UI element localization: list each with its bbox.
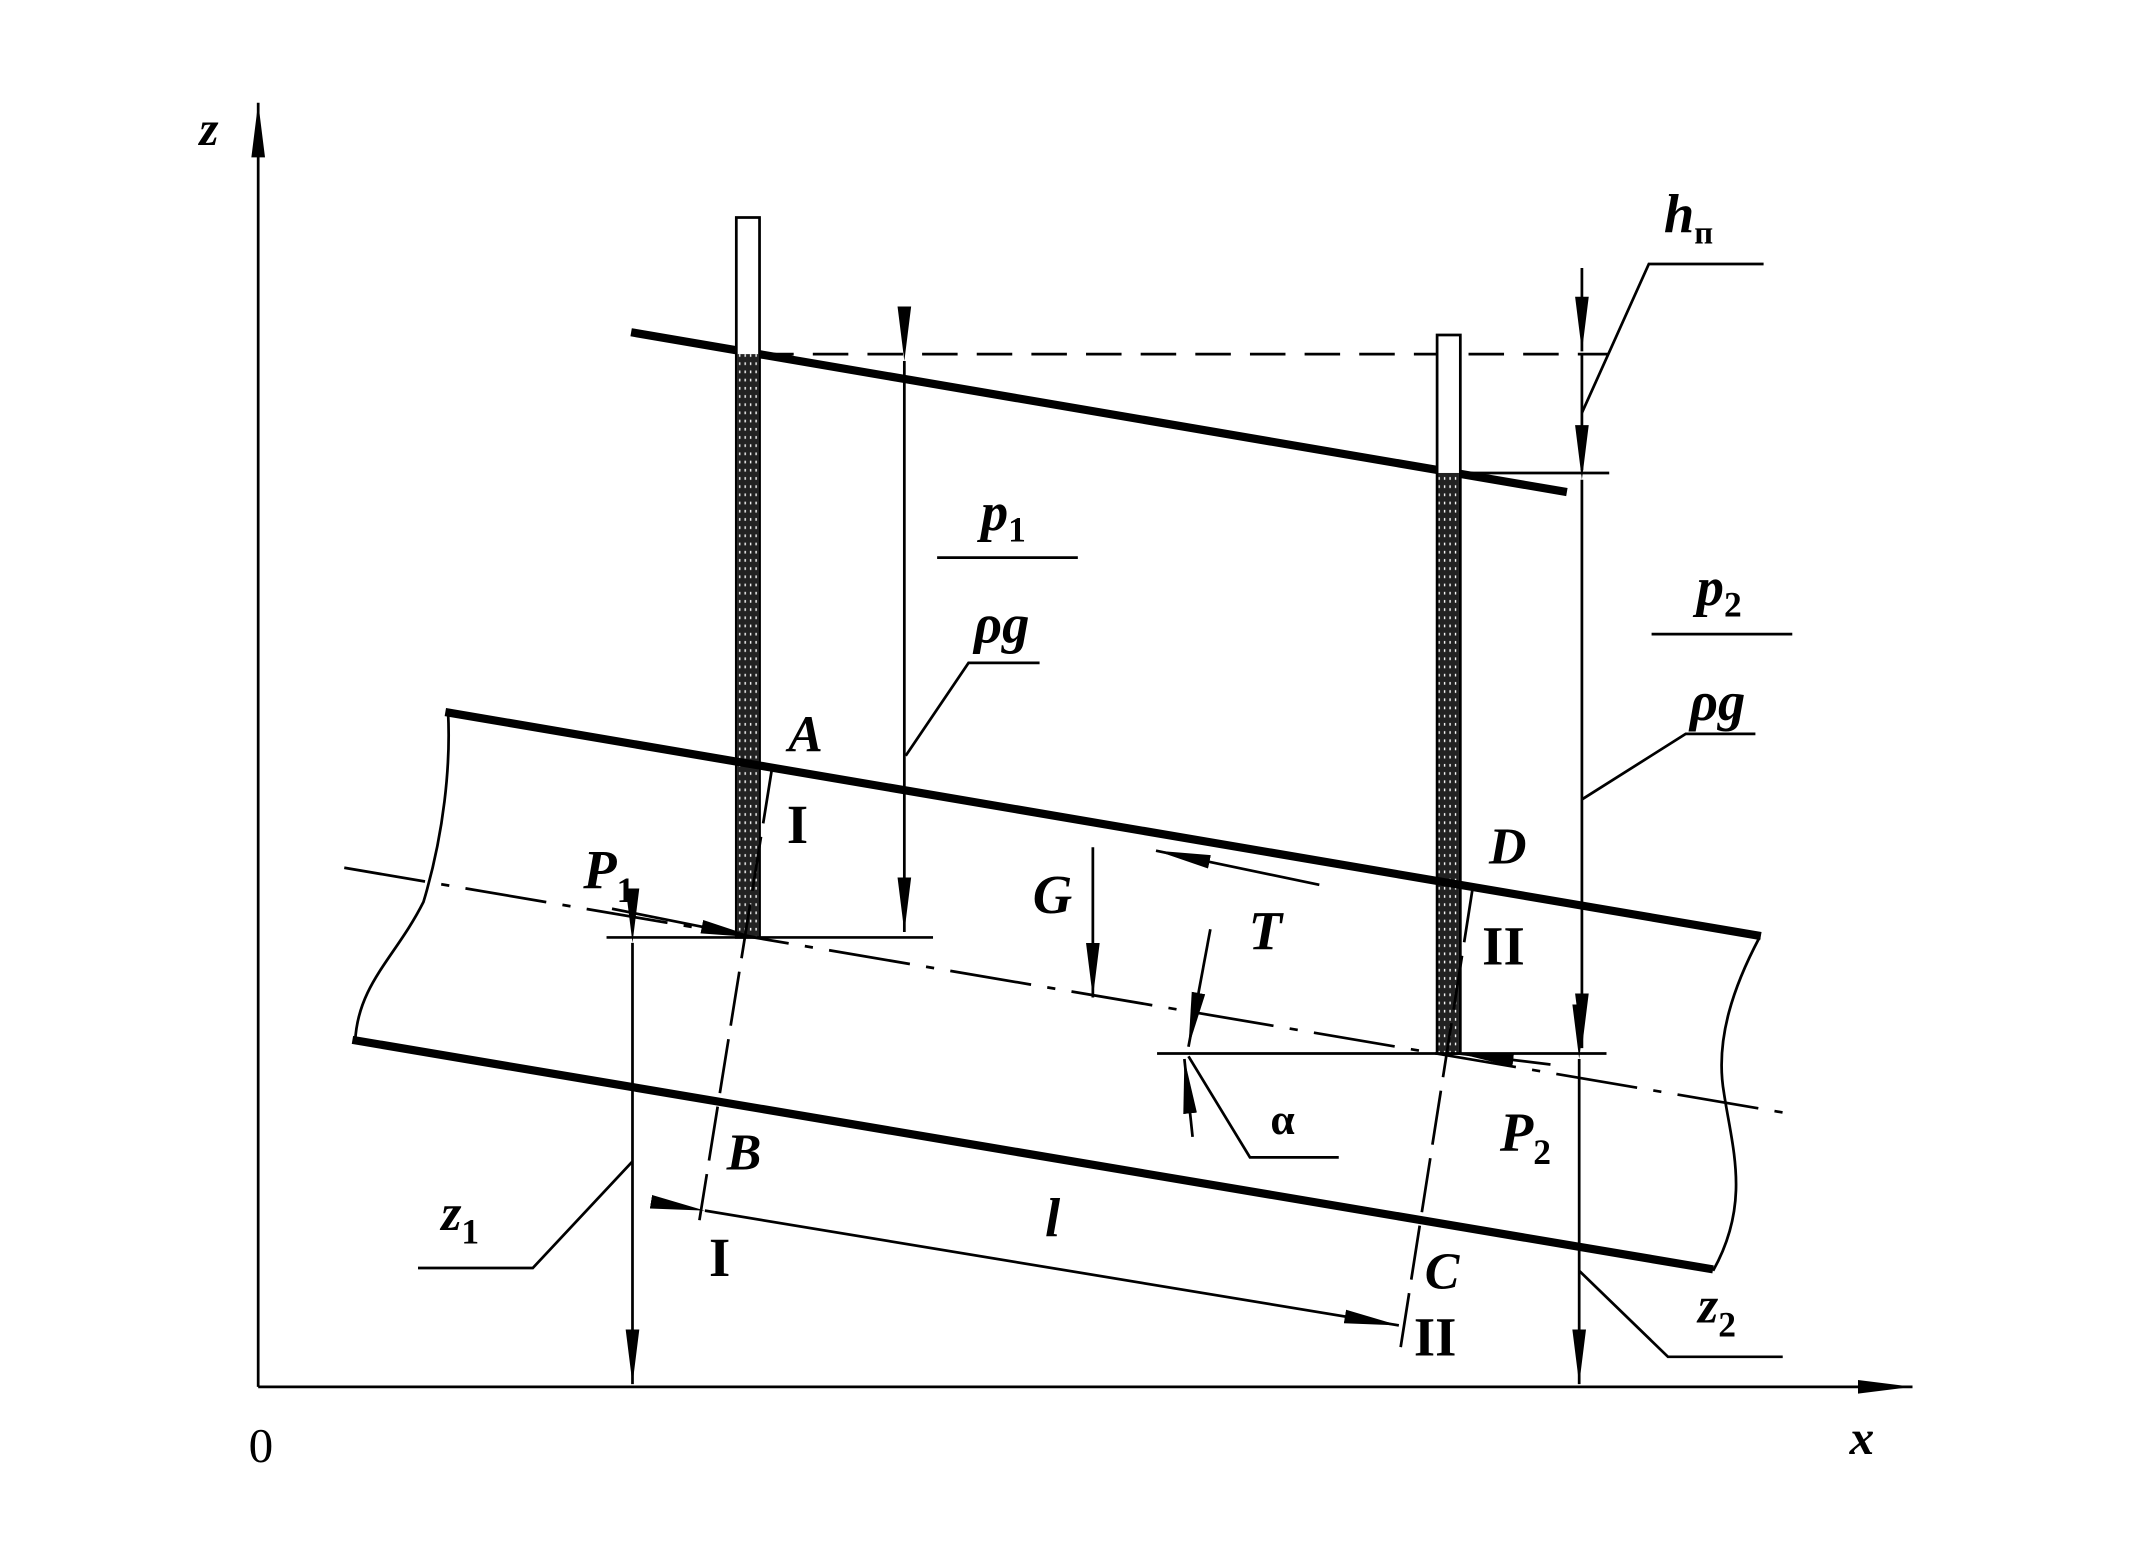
force-P1-arrow xyxy=(611,907,756,939)
pipe-top-wall xyxy=(444,707,1762,941)
p1-label: p1 xyxy=(977,481,1026,549)
section-1-bottom-label: I xyxy=(709,1227,730,1288)
p2-label: p2 xyxy=(1693,556,1742,624)
p1-leader xyxy=(904,661,1040,757)
h-loss-leader xyxy=(1580,262,1764,414)
x-axis-label: x xyxy=(1849,1410,1875,1465)
h-loss-label: hп xyxy=(1664,184,1713,252)
length-l-label: l xyxy=(1045,1188,1061,1249)
point-C-label: C xyxy=(1425,1244,1461,1301)
angle-alpha-label: α xyxy=(1270,1096,1294,1144)
piezometer-1-liquid xyxy=(737,354,759,938)
z1-leader xyxy=(418,1160,634,1270)
pipe-right-break xyxy=(1711,936,1761,1272)
rho-g-1-label: ρg xyxy=(972,593,1029,654)
point-A-label: A xyxy=(785,707,823,764)
point-D-label: D xyxy=(1488,819,1527,876)
length-l-arrow xyxy=(649,1194,1400,1327)
z-axis-label: z xyxy=(197,101,218,156)
friction-T-arrow xyxy=(1155,849,1320,887)
friction-T-label: T xyxy=(1249,901,1285,962)
section-2-bottom-label: II xyxy=(1414,1306,1457,1367)
coordinate-axes: z x 0 xyxy=(197,101,1913,1473)
force-P2-arrow xyxy=(1458,1052,1551,1067)
rho-g-2-label: ρg xyxy=(1688,671,1745,732)
alpha-arrow-bottom xyxy=(1183,1058,1197,1138)
gravity-G-label: G xyxy=(1033,864,1072,925)
alpha-leader xyxy=(1187,1055,1339,1159)
point-B-label: B xyxy=(726,1125,762,1182)
z1-label: z1 xyxy=(439,1185,479,1252)
piezometer-2-liquid xyxy=(1438,472,1459,1054)
alpha-arrow-top xyxy=(1187,928,1212,1047)
section-2-line xyxy=(1398,888,1474,1351)
section-1-top-label: I xyxy=(787,794,808,855)
z2-leader xyxy=(1578,1269,1783,1359)
pipe-bottom-wall xyxy=(351,1035,1714,1274)
origin-label: 0 xyxy=(249,1418,274,1473)
force-P1-label: P1 xyxy=(582,839,634,910)
pipe xyxy=(344,707,1798,1274)
piezometer-1 xyxy=(734,216,761,939)
force-P2-label: P2 xyxy=(1499,1102,1551,1173)
section-1-line xyxy=(698,769,774,1221)
p2-leader xyxy=(1581,732,1756,801)
piezometer-2 xyxy=(1435,333,1462,1055)
pipe-left-break xyxy=(353,711,451,1042)
z2-label: z2 xyxy=(1696,1278,1736,1345)
piezometric-line xyxy=(630,328,1568,497)
section-2-top-label: II xyxy=(1482,916,1525,977)
